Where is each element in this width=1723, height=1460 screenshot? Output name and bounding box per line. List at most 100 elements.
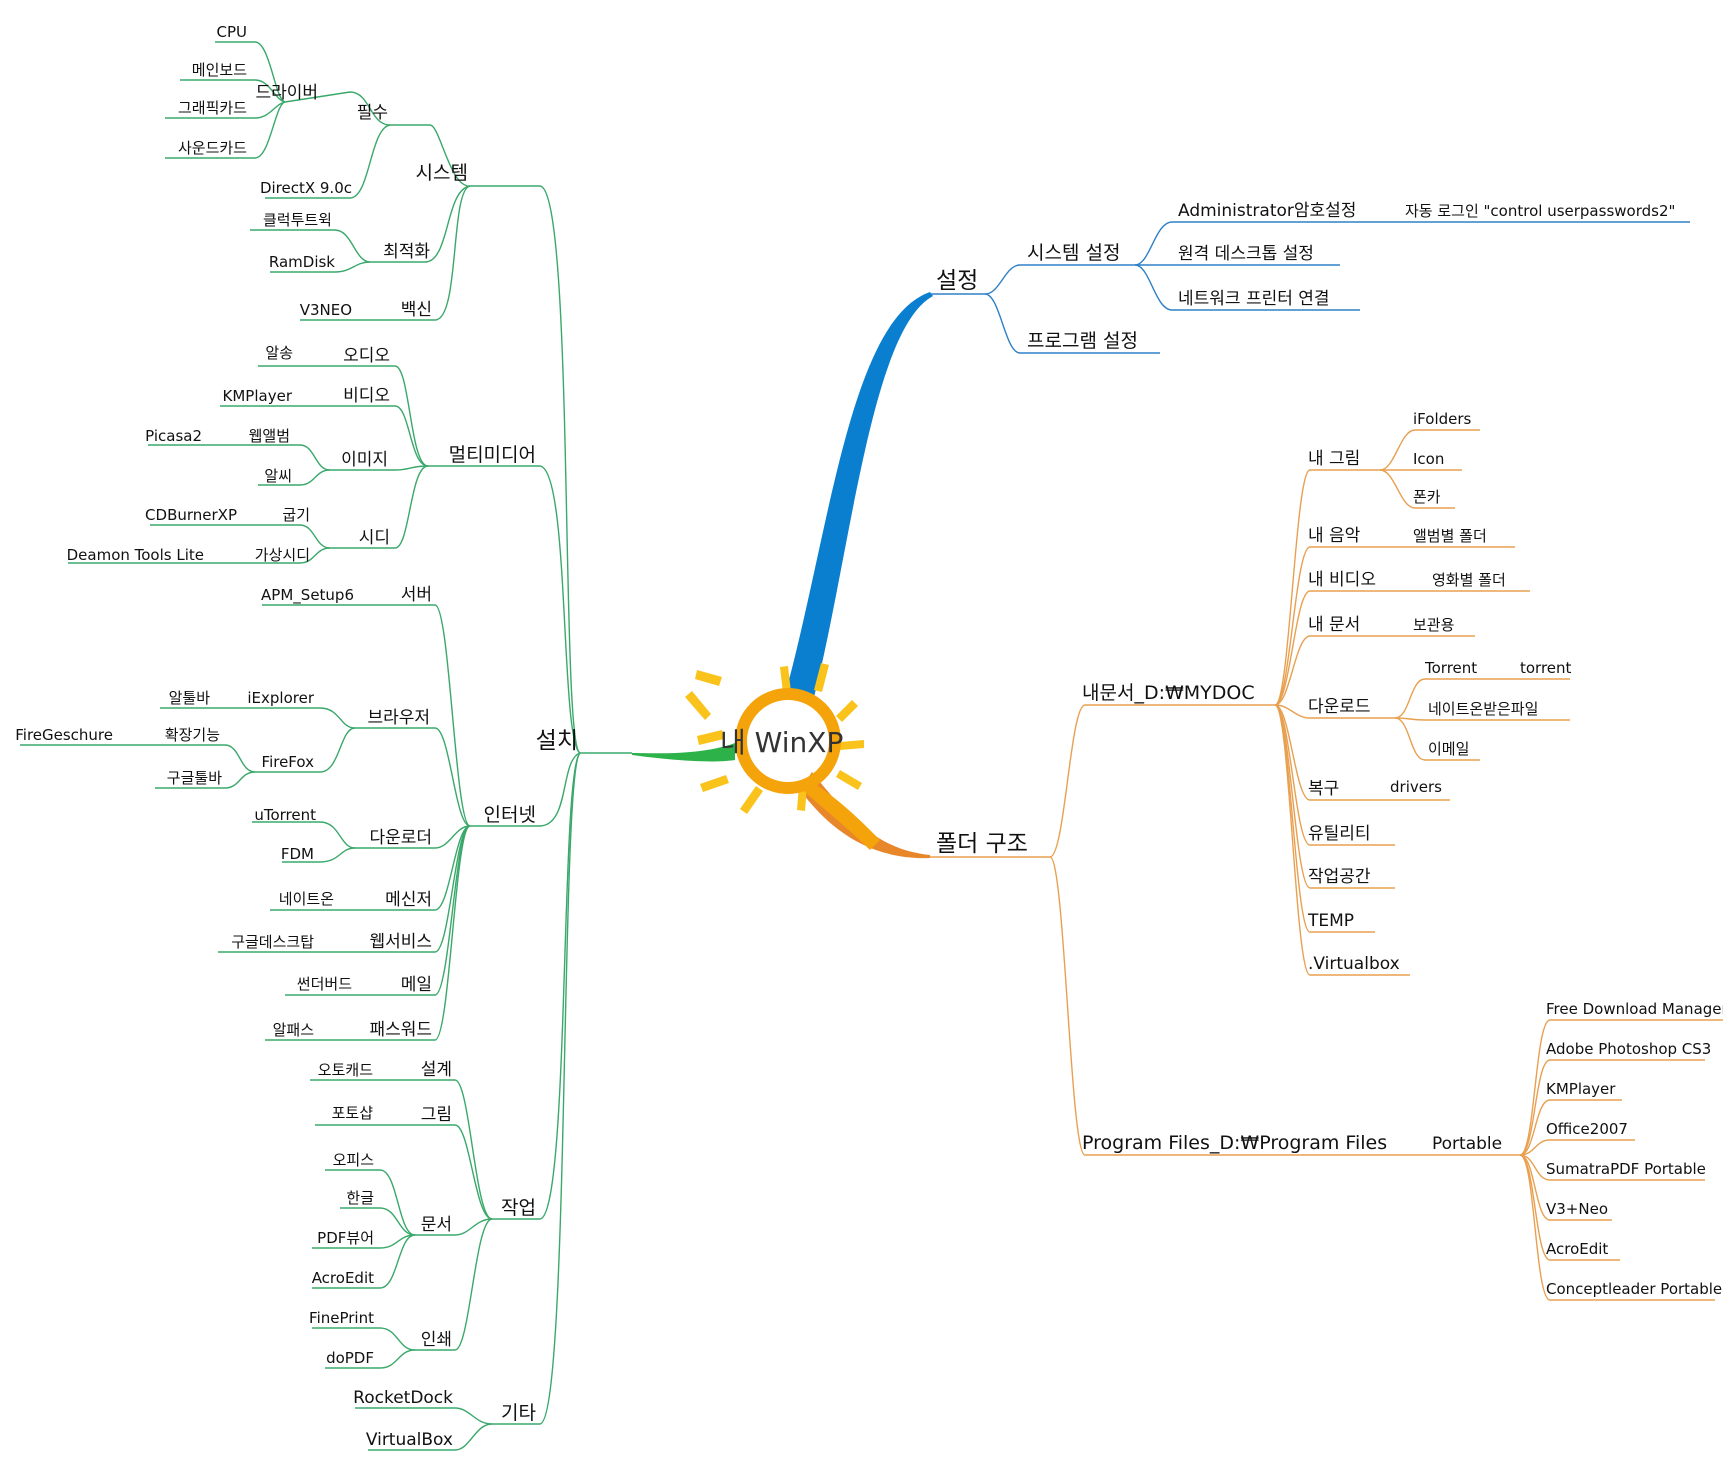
folders-node[interactable]: 폴더 구조	[936, 831, 1028, 857]
settings-main-branch	[785, 292, 933, 705]
portable-item: AcroEdit	[1546, 1240, 1608, 1258]
settings-node[interactable]: 설정	[936, 268, 978, 294]
install-connectors	[20, 41, 632, 1451]
iexplorer-item: iExplorer	[247, 689, 314, 707]
audio-node[interactable]: 오디오	[343, 346, 390, 366]
print-item: doPDF	[326, 1349, 374, 1367]
password-item: 알패스	[273, 1021, 315, 1039]
programfiles-node[interactable]: Program Files_D:₩Program Files	[1082, 1132, 1387, 1154]
vaccine-item: V3NEO	[300, 301, 352, 319]
driver-item: 그래픽카드	[178, 99, 247, 117]
docs-node[interactable]: 내 문서	[1308, 615, 1360, 635]
folders-main-branch	[800, 772, 930, 859]
virtual-cd-item: 가상시디	[255, 546, 310, 564]
document-item: 한글	[346, 1189, 374, 1207]
torrent-parent-item: Torrent	[1424, 659, 1477, 677]
design-node[interactable]: 설계	[421, 1060, 452, 1080]
portable-node[interactable]: Portable	[1432, 1134, 1502, 1154]
messenger-item: 네이트온	[279, 890, 334, 908]
folder-labels: 폴더 구조 내문서_D:₩MYDOC 내 그림 iFolders Icon 폰카…	[936, 410, 1723, 1298]
browser-node[interactable]: 브라우저	[367, 708, 430, 728]
webservice-item: 구글데스크탑	[231, 933, 314, 951]
downloads-node[interactable]: 다운로드	[1308, 697, 1371, 717]
docs-item: 보관용	[1413, 616, 1454, 634]
audio-item: 알송	[265, 344, 293, 362]
torrent-child-item: torrent	[1520, 659, 1572, 677]
music-item: 앨범별 폴더	[1413, 527, 1487, 545]
admin-password-item: Administrator암호설정	[1178, 201, 1356, 221]
password-node[interactable]: 패스워드	[369, 1020, 432, 1040]
print-node[interactable]: 인쇄	[421, 1330, 452, 1350]
portable-item: Adobe Photoshop CS3	[1546, 1040, 1711, 1058]
recovery-item: drivers	[1390, 778, 1442, 796]
downloader-item: uTorrent	[254, 806, 316, 824]
work-node[interactable]: 작업	[501, 1197, 536, 1219]
virtualbox-node[interactable]: .Virtualbox	[1308, 954, 1400, 974]
portable-item: KMPlayer	[1546, 1080, 1616, 1098]
pictures-item: 폰카	[1413, 488, 1441, 506]
optimize-item: RamDisk	[269, 253, 335, 271]
email-item: 이메일	[1428, 740, 1469, 758]
system-settings-node[interactable]: 시스템 설정	[1027, 242, 1120, 264]
etc-item: RocketDock	[353, 1388, 453, 1408]
altoolbar-item: 알툴바	[169, 689, 211, 707]
system-node[interactable]: 시스템	[416, 162, 468, 184]
firegeschure-item: FireGeschure	[15, 726, 113, 744]
recovery-node[interactable]: 복구	[1308, 779, 1339, 799]
mail-node[interactable]: 메일	[401, 975, 432, 995]
mydoc-node[interactable]: 내문서_D:₩MYDOC	[1082, 682, 1255, 704]
essential-node[interactable]: 필수	[357, 103, 388, 123]
utility-node[interactable]: 유틸리티	[1308, 824, 1371, 844]
mail-item: 썬더버드	[297, 975, 352, 993]
workspace-node[interactable]: 작업공간	[1308, 867, 1371, 887]
pictures-node[interactable]: 내 그림	[1308, 449, 1360, 469]
document-node[interactable]: 문서	[421, 1215, 452, 1235]
settings-labels: 설정 시스템 설정 프로그램 설정 Administrator암호설정 자동 로…	[936, 201, 1675, 352]
center-title: 내 WinXP	[720, 726, 843, 759]
optimize-node[interactable]: 최적화	[383, 242, 430, 262]
drawing-item: 포토샵	[332, 1104, 374, 1122]
drawing-node[interactable]: 그림	[421, 1105, 452, 1125]
directx-item: DirectX 9.0c	[260, 179, 352, 197]
nateon-files-item: 네이트온받은파일	[1428, 700, 1538, 718]
downloader-item: FDM	[281, 845, 314, 863]
webalbum-item: 웹앨범	[249, 427, 290, 445]
multimedia-node[interactable]: 멀티미디어	[449, 444, 536, 466]
portable-item: Conceptleader Portable	[1546, 1280, 1722, 1298]
driver-item: 사운드카드	[178, 139, 247, 157]
temp-node[interactable]: TEMP	[1307, 911, 1354, 931]
messenger-node[interactable]: 메신저	[385, 890, 432, 910]
music-node[interactable]: 내 음악	[1308, 526, 1361, 546]
program-settings-node[interactable]: 프로그램 설정	[1027, 330, 1138, 352]
driver-node[interactable]: 드라이버	[255, 83, 318, 103]
main-branches	[632, 292, 933, 859]
extensions-item: 확장기능	[165, 726, 220, 744]
image-node[interactable]: 이미지	[341, 450, 388, 470]
document-item: AcroEdit	[312, 1269, 374, 1287]
vaccine-node[interactable]: 백신	[401, 300, 432, 320]
deamon-item: Deamon Tools Lite	[67, 546, 204, 564]
install-node[interactable]: 설치	[536, 728, 578, 754]
downloader-node[interactable]: 다운로더	[369, 828, 432, 848]
sun-icon	[685, 663, 880, 850]
etc-item: VirtualBox	[366, 1430, 453, 1450]
server-node[interactable]: 서버	[401, 585, 432, 605]
internet-node[interactable]: 인터넷	[484, 804, 536, 826]
webservice-node[interactable]: 웹서비스	[369, 932, 432, 952]
install-main-branch	[632, 743, 735, 762]
driver-item: CPU	[217, 23, 248, 41]
remote-desktop-item: 원격 데스크톱 설정	[1178, 244, 1314, 264]
cd-node[interactable]: 시디	[359, 528, 390, 548]
video-node[interactable]: 비디오	[343, 386, 390, 406]
etc-node[interactable]: 기타	[501, 1402, 536, 1424]
portable-item: SumatraPDF Portable	[1546, 1160, 1706, 1178]
driver-item: 메인보드	[192, 61, 247, 79]
print-item: FinePrint	[309, 1309, 374, 1327]
videos-node[interactable]: 내 비디오	[1308, 570, 1376, 590]
install-labels: 설치 시스템 필수 드라이버 CPU 메인보드 그래픽카드 사운드카드 Dire…	[15, 23, 578, 1450]
alssee-item: 알씨	[264, 467, 292, 485]
design-item: 오토캐드	[318, 1061, 373, 1079]
portable-item: V3+Neo	[1546, 1200, 1608, 1218]
